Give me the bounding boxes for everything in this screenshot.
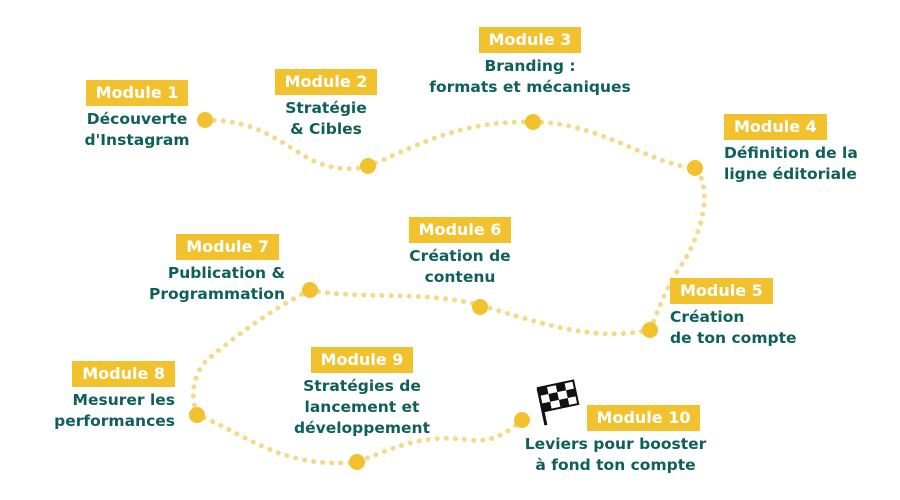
module-title: Définition de la ligne éditoriale <box>724 144 858 183</box>
module-title: Stratégies de lancement et développement <box>294 377 430 437</box>
module-title: Création de contenu <box>409 247 511 286</box>
module-badge: Module 3 <box>478 27 582 53</box>
milestone-dot-1 <box>197 112 213 128</box>
module-6: Module 6 Création de contenu <box>395 217 525 288</box>
module-badge: Module 2 <box>274 69 378 95</box>
module-title: Stratégie & Cibles <box>285 99 367 138</box>
module-9: Module 9 Stratégies de lancement et déve… <box>282 347 442 439</box>
module-7: Module 7 Publication & Programmation <box>120 234 285 305</box>
milestone-dot-4 <box>687 160 703 176</box>
milestone-dot-8 <box>189 407 205 423</box>
module-badge: Module 4 <box>724 114 827 140</box>
module-title: Branding : formats et mécaniques <box>429 57 631 96</box>
checkered-flag-icon <box>536 379 580 426</box>
module-badge: Module 9 <box>310 347 414 373</box>
module-3: Module 3 Branding : formats et mécanique… <box>410 27 650 98</box>
module-title: Leviers pour booster à fond ton compte <box>524 435 707 474</box>
module-5: Module 5 Création de ton compte <box>670 278 840 349</box>
module-title: Mesurer les performances <box>54 391 175 430</box>
module-4: Module 4 Définition de la ligne éditoria… <box>724 114 894 185</box>
module-badge: Module 1 <box>85 80 189 106</box>
milestone-dot-10 <box>514 412 530 428</box>
module-title: Création de ton compte <box>670 308 797 347</box>
module-title: Publication & Programmation <box>148 264 285 303</box>
module-badge: Module 8 <box>72 361 175 387</box>
module-2: Module 2 Stratégie & Cibles <box>272 69 380 140</box>
dotted-path <box>190 117 707 466</box>
milestone-dot-2 <box>360 158 376 174</box>
module-badge: Module 7 <box>176 234 279 260</box>
milestone-dot-6 <box>472 299 488 315</box>
milestone-dot-9 <box>349 454 365 470</box>
module-badge: Module 5 <box>670 278 773 304</box>
milestone-dot-7 <box>302 282 318 298</box>
milestone-dot-3 <box>525 114 541 130</box>
module-badge: Module 6 <box>408 217 512 243</box>
milestone-dot-5 <box>642 322 658 338</box>
module-badge: Module 10 <box>586 405 701 431</box>
module-10: Module 10 Leviers pour booster à fond to… <box>508 405 723 476</box>
module-8: Module 8 Mesurer les performances <box>40 361 175 432</box>
module-1: Module 1 Découverte d'Instagram <box>78 80 196 151</box>
module-title: Découverte d'Instagram <box>84 110 190 149</box>
